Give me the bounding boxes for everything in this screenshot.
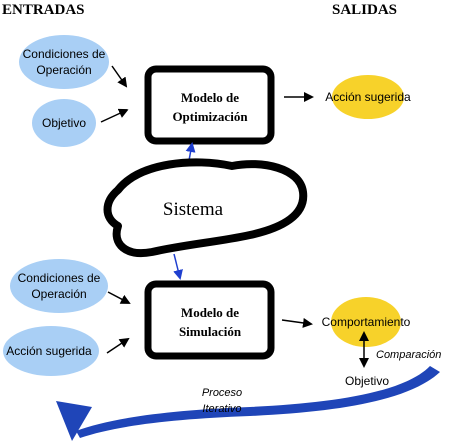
opt-input-conditions: Condiciones de Operación	[19, 35, 109, 89]
opt-input-objective: Objetivo	[32, 99, 96, 147]
opt-objective-label: Objetivo	[42, 116, 86, 130]
outputs-header: SALIDAS	[332, 2, 397, 18]
arrow-sim-action-to-sim	[106, 337, 130, 354]
sim-output-label: Comportamiento	[322, 315, 411, 329]
arrow-sim-to-behavior	[281, 317, 313, 328]
opt-box-line1: Modelo de	[181, 90, 239, 105]
sim-output-behavior: Comportamiento	[322, 297, 411, 347]
arrow-conditions-to-opt	[111, 65, 128, 88]
arrow-objective-to-opt	[100, 108, 129, 123]
simulation-model-box: Modelo de Simulación	[144, 280, 275, 360]
optimization-model-box: Modelo de Optimización	[144, 65, 275, 145]
opt-box-line2: Optimización	[172, 109, 248, 124]
opt-conditions-line1: Condiciones de	[23, 47, 106, 61]
opt-output-label: Acción sugerida	[325, 90, 411, 104]
sim-input-conditions: Condiciones de Operación	[10, 259, 108, 313]
system-cloud: Sistema	[103, 158, 308, 258]
sim-action-label: Acción sugerida	[6, 344, 92, 358]
inputs-header: ENTRADAS	[2, 2, 85, 18]
loop-label-line2: Iterativo	[202, 403, 241, 415]
sim-conditions-line1: Condiciones de	[18, 271, 101, 285]
sim-box-line2: Simulación	[179, 324, 242, 339]
arrow-system-to-sim	[173, 253, 183, 280]
sim-objective-label: Objetivo	[345, 374, 389, 388]
arrow-sim-conditions-to-sim	[107, 291, 131, 304]
sim-conditions-line2: Operación	[31, 287, 86, 301]
loop-label-line1: Proceso	[202, 387, 242, 399]
system-label: Sistema	[163, 199, 224, 220]
comparison-label: Comparación	[376, 349, 441, 361]
sim-input-action: Acción sugerida	[3, 326, 99, 376]
sim-box-line1: Modelo de	[181, 305, 239, 320]
iterative-loop-arrow	[56, 366, 440, 441]
opt-output-action: Acción sugerida	[325, 75, 411, 119]
opt-conditions-line2: Operación	[36, 63, 91, 77]
